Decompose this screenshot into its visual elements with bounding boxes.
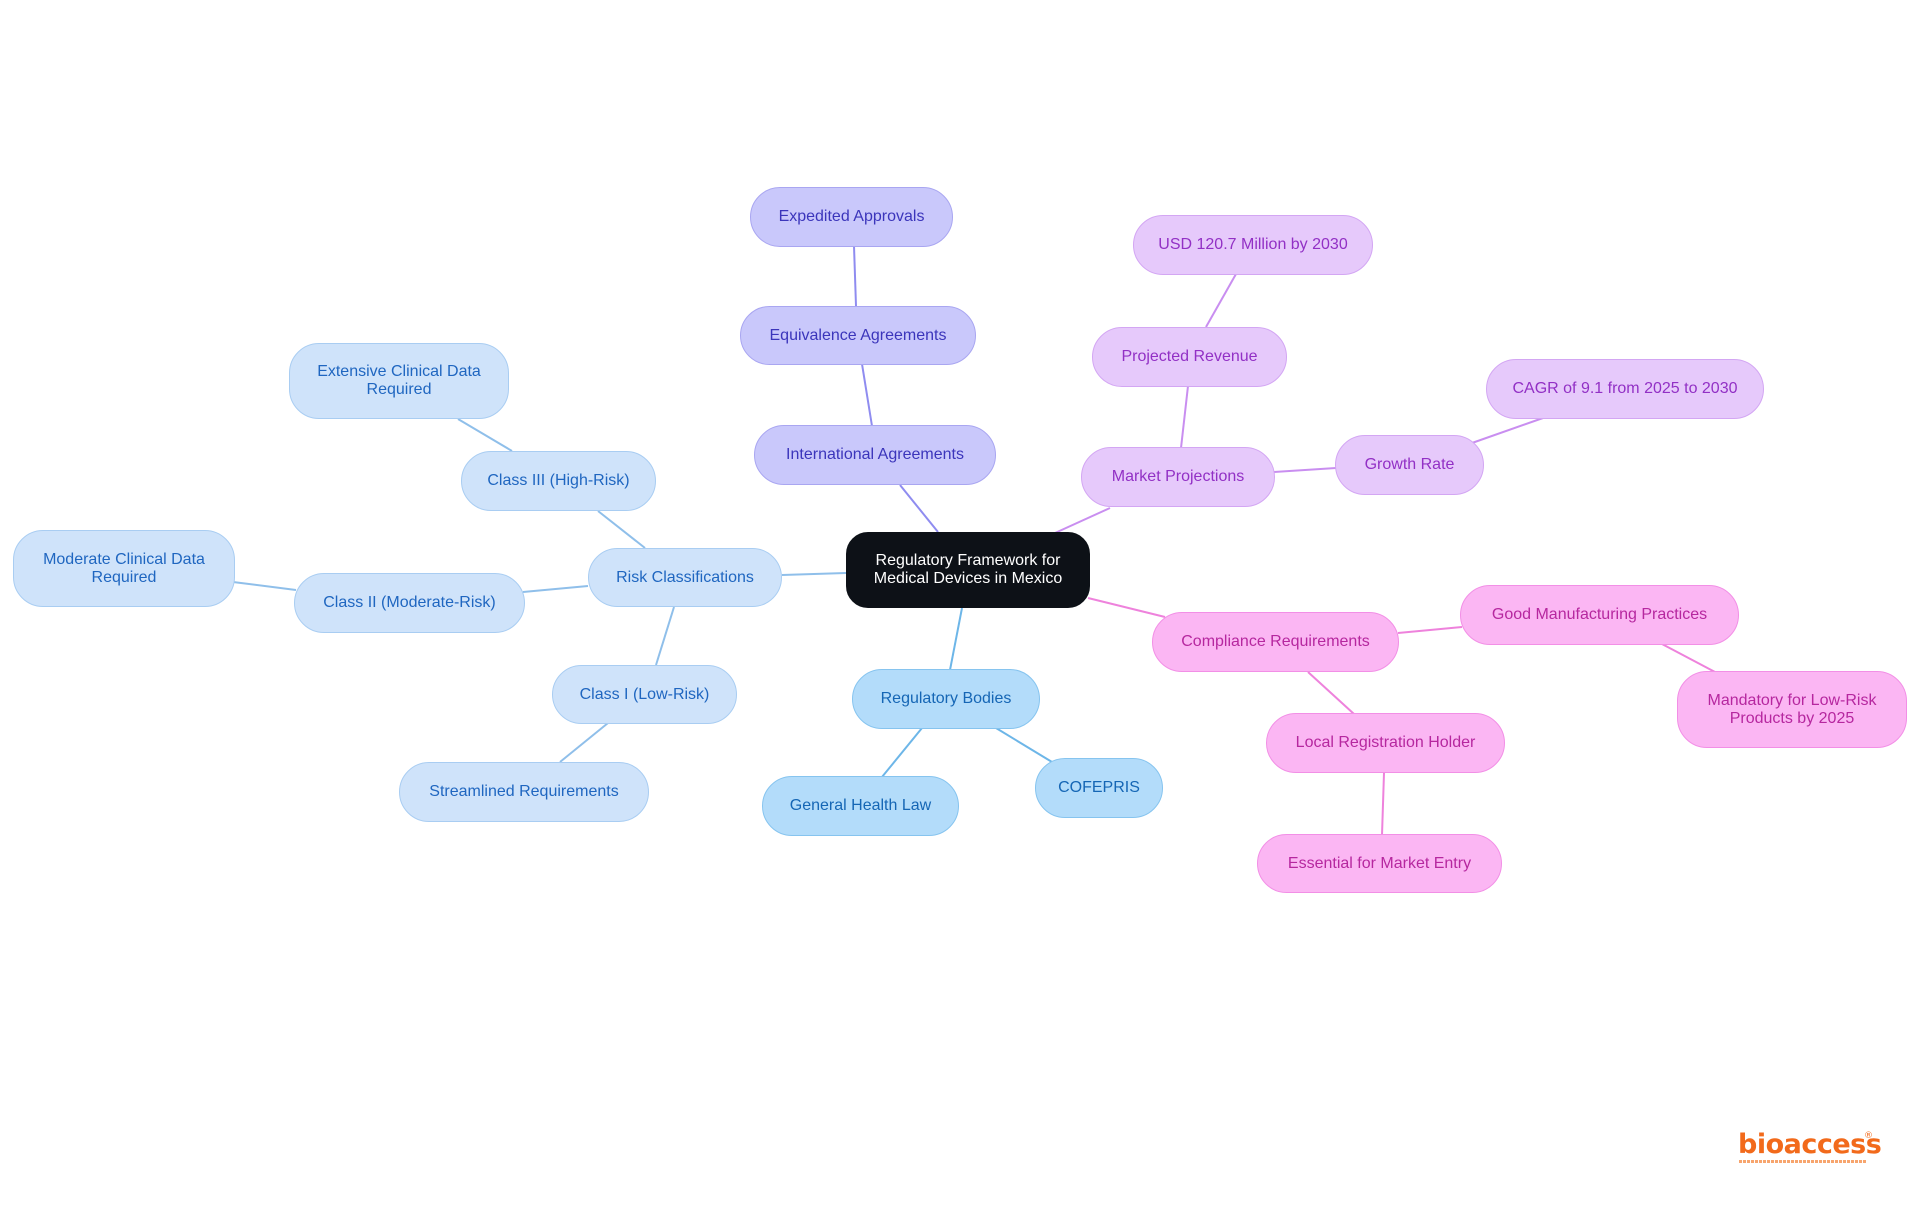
edge-root-international: [899, 484, 939, 533]
edge-market-growth: [1273, 467, 1337, 473]
root-node-label: Regulatory Framework for Medical Devices…: [873, 552, 1063, 587]
node-compliance-requirements: Compliance Requirements: [1152, 612, 1399, 672]
node-market-entry-label: Essential for Market Entry: [1287, 854, 1472, 872]
node-risk-classifications-label: Risk Classifications: [616, 568, 754, 586]
edge-compliance-gmp: [1397, 626, 1463, 634]
edge-risk-class3: [597, 510, 646, 549]
node-market-projections: Market Projections: [1081, 447, 1275, 507]
node-growth-value-label: CAGR of 9.1 from 2025 to 2030: [1512, 380, 1738, 397]
edge-class1-detail: [559, 722, 609, 763]
edge-root-compliance: [1087, 597, 1166, 618]
edge-root-regulatory: [949, 607, 963, 671]
node-class-2-label: Class II (Moderate-Risk): [323, 594, 496, 611]
node-revenue-value: USD 120.7 Million by 2030: [1133, 215, 1373, 275]
node-equivalence-agreements: Equivalence Agreements: [740, 306, 976, 365]
edge-market-revenue: [1180, 385, 1189, 449]
edge-growth-value: [1471, 417, 1544, 444]
root-node: Regulatory Framework for Medical Devices…: [846, 532, 1090, 608]
node-expedited-approvals: Expedited Approvals: [750, 187, 953, 247]
edge-class3-detail: [457, 418, 513, 452]
edge-holder-detail: [1381, 772, 1385, 836]
node-class-1: Class I (Low-Risk): [552, 665, 737, 724]
node-good-manufacturing-practices: Good Manufacturing Practices: [1460, 585, 1739, 645]
node-class-2: Class II (Moderate-Risk): [294, 573, 525, 633]
edge-revenue-value: [1205, 273, 1237, 328]
node-local-registration-holder-label: Local Registration Holder: [1295, 734, 1476, 751]
node-class-3-label: Class III (High-Risk): [487, 472, 630, 489]
node-class-3-detail: Extensive Clinical Data Required: [289, 343, 509, 419]
edge-equivalence-expedited: [853, 245, 857, 307]
node-class-1-label: Class I (Low-Risk): [579, 685, 710, 703]
logo-wordmark: bioaccess: [1738, 1129, 1882, 1160]
node-international-agreements-label: International Agreements: [786, 446, 964, 463]
node-class-1-detail-label: Streamlined Requirements: [429, 783, 619, 800]
edge-root-market: [1054, 507, 1111, 534]
node-good-manufacturing-practices-label: Good Manufacturing Practices: [1491, 606, 1708, 623]
edge-root-risk: [781, 572, 847, 576]
node-general-health-law-label: General Health Law: [789, 797, 932, 814]
node-general-health-law: General Health Law: [762, 776, 959, 836]
node-gmp-detail-label: Mandatory for Low-Risk Products by 2025: [1707, 691, 1877, 727]
node-compliance-requirements-label: Compliance Requirements: [1181, 633, 1370, 650]
node-class-3-detail-label: Extensive Clinical Data Required: [317, 363, 481, 398]
node-market-projections-label: Market Projections: [1111, 468, 1245, 485]
bioaccess-logo: bioaccess ®: [1738, 1129, 1882, 1165]
node-class-2-detail-label: Moderate Clinical Data Required: [43, 550, 205, 586]
node-projected-revenue: Projected Revenue: [1092, 327, 1287, 387]
node-class-2-detail: Moderate Clinical Data Required: [13, 530, 235, 607]
node-market-entry: Essential for Market Entry: [1257, 834, 1502, 893]
edge-intl-equivalence: [861, 363, 873, 427]
node-cofepris-label: COFEPRIS: [1058, 779, 1140, 796]
edge-compliance-holder: [1307, 671, 1355, 715]
node-revenue-value-label: USD 120.7 Million by 2030: [1158, 236, 1348, 253]
node-class-3: Class III (High-Risk): [461, 451, 656, 511]
node-expedited-approvals-label: Expedited Approvals: [778, 208, 925, 225]
node-growth-rate-label: Growth Rate: [1364, 456, 1455, 473]
node-risk-classifications: Risk Classifications: [588, 548, 782, 607]
node-equivalence-agreements-label: Equivalence Agreements: [769, 326, 947, 344]
edge-risk-class2: [522, 585, 589, 593]
node-growth-value: CAGR of 9.1 from 2025 to 2030: [1486, 359, 1764, 419]
node-growth-rate: Growth Rate: [1335, 435, 1484, 495]
node-regulatory-bodies-label: Regulatory Bodies: [880, 690, 1012, 707]
node-international-agreements: International Agreements: [754, 425, 996, 485]
logo-registered-mark: ®: [1864, 1131, 1873, 1141]
node-regulatory-bodies: Regulatory Bodies: [852, 669, 1040, 729]
edge-regulatory-law: [881, 727, 923, 778]
node-local-registration-holder: Local Registration Holder: [1266, 713, 1505, 773]
edge-class2-detail: [232, 581, 297, 591]
node-projected-revenue-label: Projected Revenue: [1121, 348, 1258, 365]
logo-tagline-graphic: [1739, 1160, 1867, 1163]
node-cofepris: COFEPRIS: [1035, 758, 1163, 818]
node-gmp-detail: Mandatory for Low-Risk Products by 2025: [1677, 671, 1907, 748]
edge-risk-class1: [655, 606, 675, 666]
edge-gmp-detail: [1661, 643, 1716, 673]
edge-regulatory-agency: [995, 727, 1053, 763]
node-class-1-detail: Streamlined Requirements: [399, 762, 649, 822]
